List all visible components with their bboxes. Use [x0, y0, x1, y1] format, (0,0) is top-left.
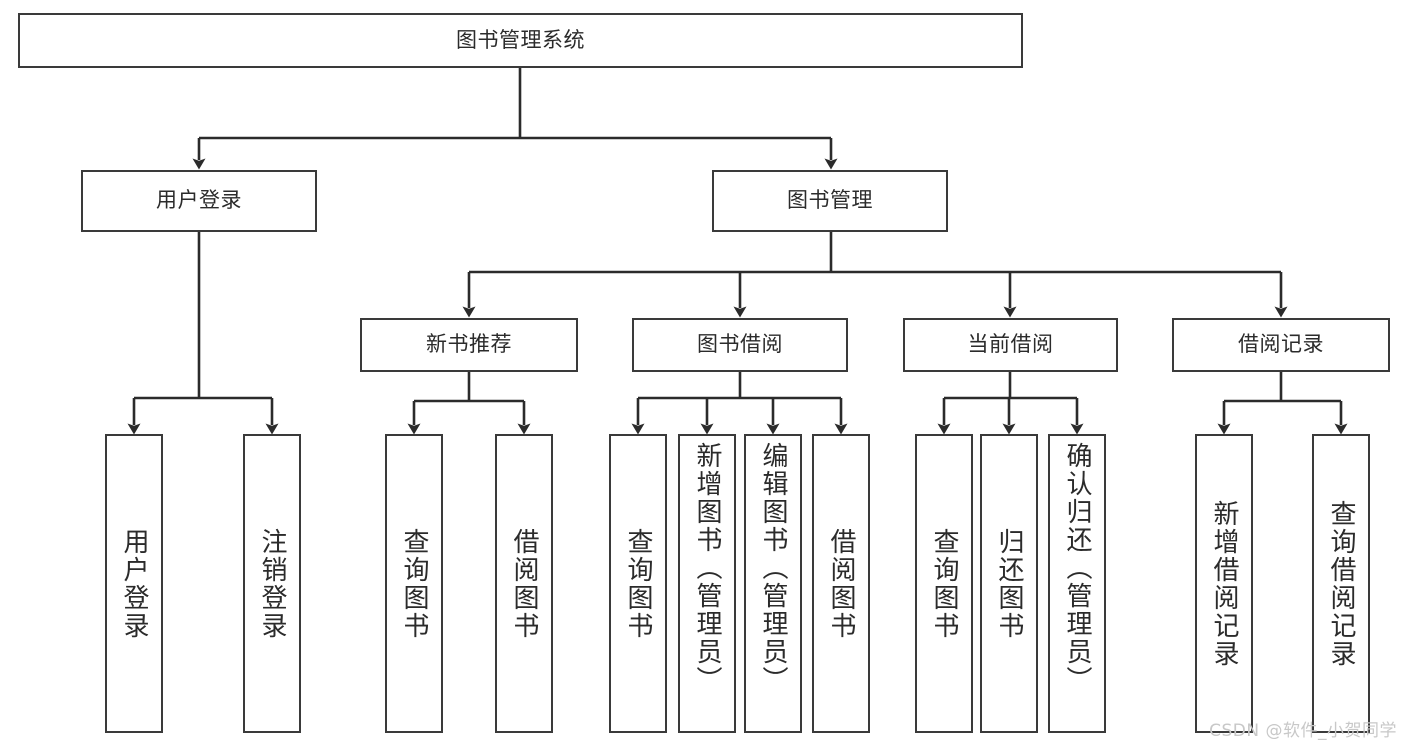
- node-new-book-recommend[interactable]: 新书推荐: [360, 318, 578, 372]
- node-borrow-record-label: 借阅记录: [1238, 332, 1324, 357]
- leaf-query-book-3[interactable]: 查询图书: [915, 434, 973, 733]
- node-book-borrow-label: 图书借阅: [697, 332, 783, 357]
- node-current-borrow-label: 当前借阅: [967, 332, 1054, 357]
- leaf-borrow-book-2-label: 借阅图书: [826, 527, 856, 640]
- node-book-manage[interactable]: 图书管理: [712, 170, 948, 232]
- leaf-query-record[interactable]: 查询借阅记录: [1312, 434, 1370, 733]
- leaf-user-login[interactable]: 用户登录: [105, 434, 163, 733]
- leaf-return-book[interactable]: 归还图书: [980, 434, 1038, 733]
- csdn-watermark: CSDN @软件_小贺同学: [1209, 721, 1397, 741]
- leaf-return-book-label: 归还图书: [994, 527, 1024, 640]
- leaf-logout-label: 注销登录: [257, 527, 287, 640]
- leaf-confirm-return-label: 确认归还（管理员）: [1062, 442, 1092, 694]
- leaf-confirm-return[interactable]: 确认归还（管理员）: [1048, 434, 1106, 733]
- leaf-borrow-book-2[interactable]: 借阅图书: [812, 434, 870, 733]
- leaf-user-login-label: 用户登录: [119, 527, 149, 640]
- leaf-query-record-label: 查询借阅记录: [1326, 499, 1356, 668]
- node-root[interactable]: 图书管理系统: [18, 13, 1023, 68]
- node-user-login[interactable]: 用户登录: [81, 170, 317, 232]
- leaf-query-book-3-label: 查询图书: [929, 527, 959, 640]
- leaf-query-book-2[interactable]: 查询图书: [609, 434, 667, 733]
- leaf-borrow-book-1[interactable]: 借阅图书: [495, 434, 553, 733]
- leaf-edit-book[interactable]: 编辑图书（管理员）: [744, 434, 802, 733]
- leaf-add-book[interactable]: 新增图书（管理员）: [678, 434, 736, 733]
- node-new-book-recommend-label: 新书推荐: [426, 332, 512, 357]
- leaf-add-record[interactable]: 新增借阅记录: [1195, 434, 1253, 733]
- node-current-borrow[interactable]: 当前借阅: [903, 318, 1118, 372]
- node-user-login-label: 用户登录: [156, 188, 242, 213]
- node-book-borrow[interactable]: 图书借阅: [632, 318, 848, 372]
- leaf-add-record-label: 新增借阅记录: [1209, 499, 1239, 668]
- leaf-query-book-2-label: 查询图书: [623, 527, 653, 640]
- leaf-query-book-1[interactable]: 查询图书: [385, 434, 443, 733]
- leaf-edit-book-label: 编辑图书（管理员）: [758, 442, 788, 694]
- node-book-manage-label: 图书管理: [787, 188, 873, 213]
- leaf-logout[interactable]: 注销登录: [243, 434, 301, 733]
- leaf-borrow-book-1-label: 借阅图书: [509, 527, 539, 640]
- leaf-query-book-1-label: 查询图书: [399, 527, 429, 640]
- node-borrow-record[interactable]: 借阅记录: [1172, 318, 1390, 372]
- leaf-add-book-label: 新增图书（管理员）: [692, 442, 722, 694]
- node-root-label: 图书管理系统: [456, 27, 585, 52]
